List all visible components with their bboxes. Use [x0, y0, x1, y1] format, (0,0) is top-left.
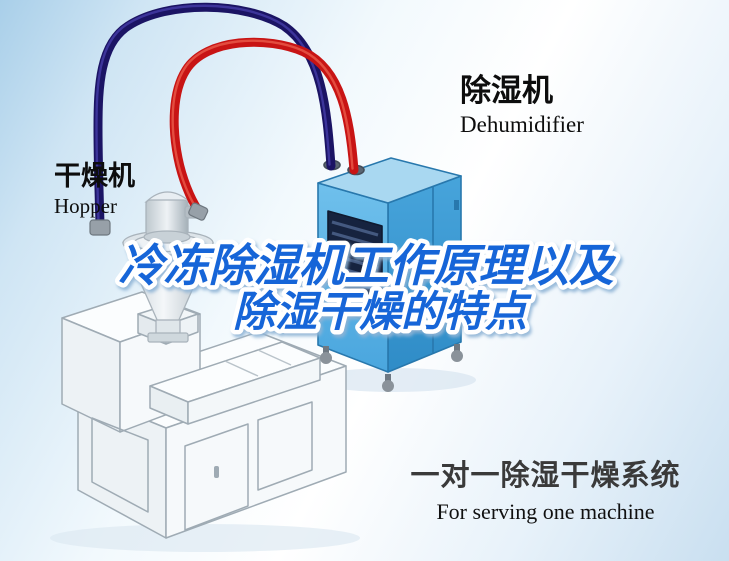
extruder-illustration [61, 291, 347, 539]
caster-wheel [382, 380, 394, 392]
caster-wheel [451, 350, 463, 362]
pipe-red-highlight [171, 39, 354, 210]
panel-handle [214, 466, 219, 478]
dehumidifier-label: 除湿机 Dehumidifier [460, 73, 584, 138]
caption-en: For serving one machine [436, 499, 655, 524]
hopper-label: 干燥机 Hopper [54, 161, 135, 218]
hopper-illustration [122, 191, 214, 343]
hopper-label-zh: 干燥机 [54, 161, 135, 191]
pipe-navy-highlight [95, 4, 331, 224]
extruder-panel [257, 401, 313, 491]
pipe-fitting-red [188, 202, 209, 221]
pipe-fitting-navy [89, 219, 111, 236]
dehumidifier-label-en: Dehumidifier [460, 112, 584, 138]
caption-zh: 一对一除湿干燥系统 [410, 460, 681, 492]
hopper-label-en: Hopper [54, 193, 117, 218]
dehumidifier-illustration [317, 157, 463, 392]
side-vent [398, 318, 422, 333]
dehumidifier-top-face [317, 157, 462, 204]
dehumidifier-side-face [387, 175, 462, 373]
machine-shadow [50, 524, 360, 552]
dehumidifier-shadow [312, 368, 476, 392]
extruder-panel [184, 423, 249, 531]
caster-wheel [320, 352, 332, 364]
door-handle [423, 258, 429, 274]
dehumidifier-label-zh: 除湿机 [460, 73, 553, 108]
extruder-panel [91, 417, 149, 513]
caption: 一对一除湿干燥系统 For serving one machine [398, 452, 693, 525]
